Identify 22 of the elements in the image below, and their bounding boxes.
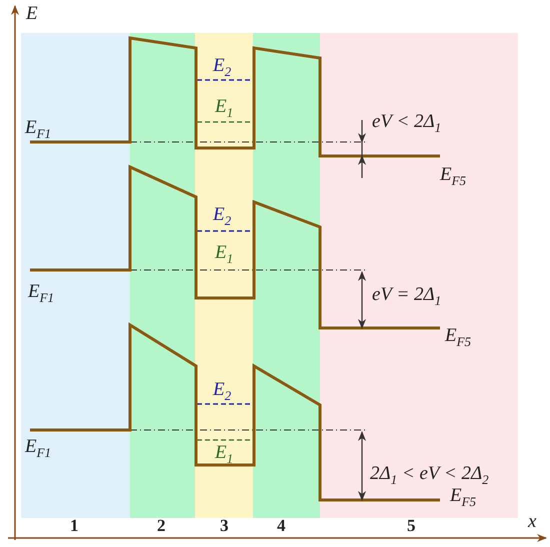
energy-level-label: E$_{1}$ xyxy=(215,97,234,119)
region-number: 4 xyxy=(277,517,286,534)
voltage-condition-label: eV = 2Δ$_{1}$ xyxy=(372,285,442,307)
region-number: 1 xyxy=(70,517,78,534)
fermi-level-label: E$_{F5}$ xyxy=(440,165,466,187)
voltage-condition-label: eV < 2Δ$_{1}$ xyxy=(372,112,442,134)
energy-level-label: E$_{2}$ xyxy=(213,56,232,78)
fermi-level-label: E$_{F1}$ xyxy=(25,437,52,459)
fermi-level-label: E$_{F5}$ xyxy=(450,486,476,508)
voltage-condition-label: 2Δ$_{1}$ < eV < 2Δ$_{2}$ xyxy=(370,464,489,486)
fermi-level-label: E$_{F1}$ xyxy=(28,282,54,304)
fermi-level-label: E$_{F1}$ xyxy=(25,118,52,140)
energy-level-label: E$_{2}$ xyxy=(213,205,232,227)
region-number: 5 xyxy=(407,517,416,534)
energy-level-label: E$_{1}$ xyxy=(215,243,234,265)
energy-level-label: E$_{1}$ xyxy=(215,443,234,465)
axis-label: x xyxy=(528,512,536,531)
region-number: 3 xyxy=(220,517,228,534)
fermi-level-label: E$_{F5}$ xyxy=(445,326,472,348)
region-number: 2 xyxy=(157,517,166,534)
axis-label: E xyxy=(26,4,38,23)
energy-level-label: E$_{2}$ xyxy=(213,380,232,402)
